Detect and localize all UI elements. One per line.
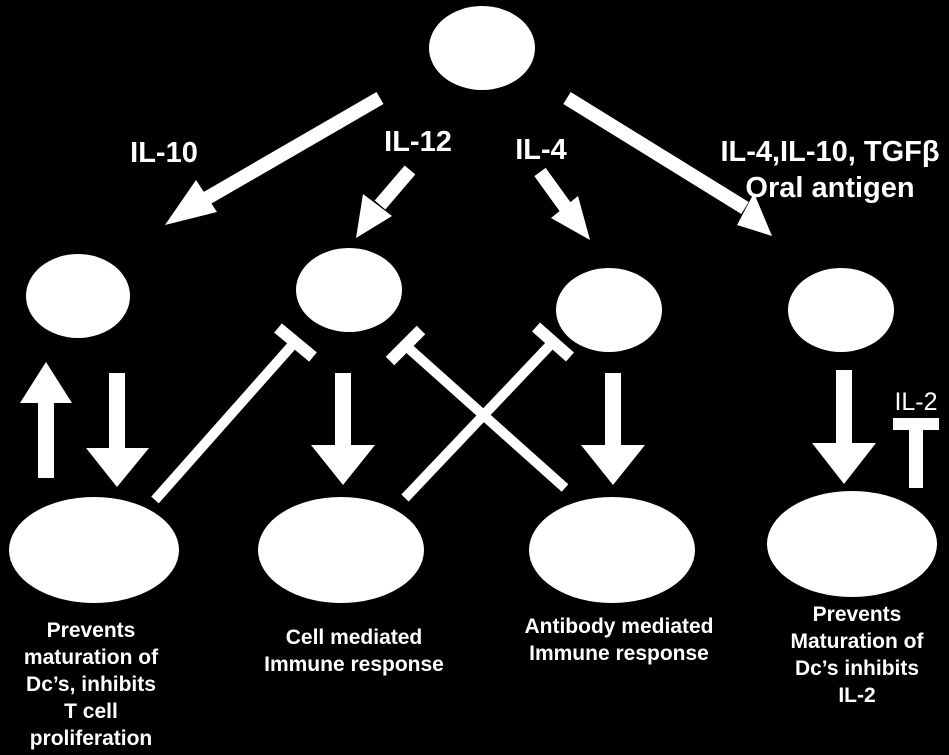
arrow-right-branch <box>563 92 772 236</box>
inhibition-col2-to-th2 <box>401 322 574 502</box>
effector-cell-3 <box>529 497 695 603</box>
arrow-down-col3 <box>581 373 645 485</box>
caption-col1-line: Prevents <box>47 619 136 642</box>
label-oral-antigen: Oral antigen <box>745 172 914 204</box>
label-right-cytokines: IL-4,IL-10, TGFβ <box>720 136 939 168</box>
arrow-il4 <box>534 167 590 240</box>
caption-col2-line: Cell mediated <box>286 626 423 649</box>
caption-col4-line: IL-2 <box>838 684 875 707</box>
caption-col1-line: Dc’s, inhibits <box>26 673 156 696</box>
arrow-down-col2 <box>311 373 375 485</box>
caption-col1-line: T cell <box>64 700 118 723</box>
caption-col2: Cell mediated Immune response <box>264 626 444 676</box>
label-il10: IL-10 <box>130 137 198 169</box>
caption-col4-line: Prevents <box>813 603 902 626</box>
caption-col3: Antibody mediated Immune response <box>524 615 713 665</box>
cell-right <box>788 268 894 352</box>
label-il4: IL-4 <box>515 134 567 166</box>
caption-col3-line: Immune response <box>529 642 709 665</box>
inhibition-il2 <box>893 418 939 488</box>
top-cell <box>429 6 535 90</box>
caption-col4-line: Maturation of <box>791 630 925 653</box>
arrow-down-col1 <box>86 373 149 487</box>
caption-col3-line: Antibody mediated <box>524 615 713 638</box>
arrow-il12 <box>356 165 416 238</box>
effector-cell-1 <box>9 497 179 603</box>
caption-col1-line: maturation of <box>24 646 159 669</box>
caption-col4: Prevents Maturation of Dc’s inhibits IL-… <box>791 603 925 707</box>
caption-col1-line: proliferation <box>30 727 153 750</box>
arrow-up-col1 <box>20 362 72 478</box>
label-il2: IL-2 <box>894 388 937 416</box>
inhibition-col1-to-th1 <box>151 323 317 504</box>
effector-cell-4 <box>767 491 937 597</box>
arrow-il10 <box>165 91 384 225</box>
caption-col2-line: Immune response <box>264 653 444 676</box>
effector-cell-2 <box>258 497 424 603</box>
cell-center-left <box>296 248 402 332</box>
cell-center-right <box>556 268 662 352</box>
label-il12: IL-12 <box>384 126 452 158</box>
arrow-down-col4 <box>812 370 876 484</box>
cell-left <box>26 254 130 338</box>
caption-col1: Prevents maturation of Dc’s, inhibits T … <box>24 619 159 750</box>
caption-col4-line: Dc’s inhibits <box>795 657 919 680</box>
